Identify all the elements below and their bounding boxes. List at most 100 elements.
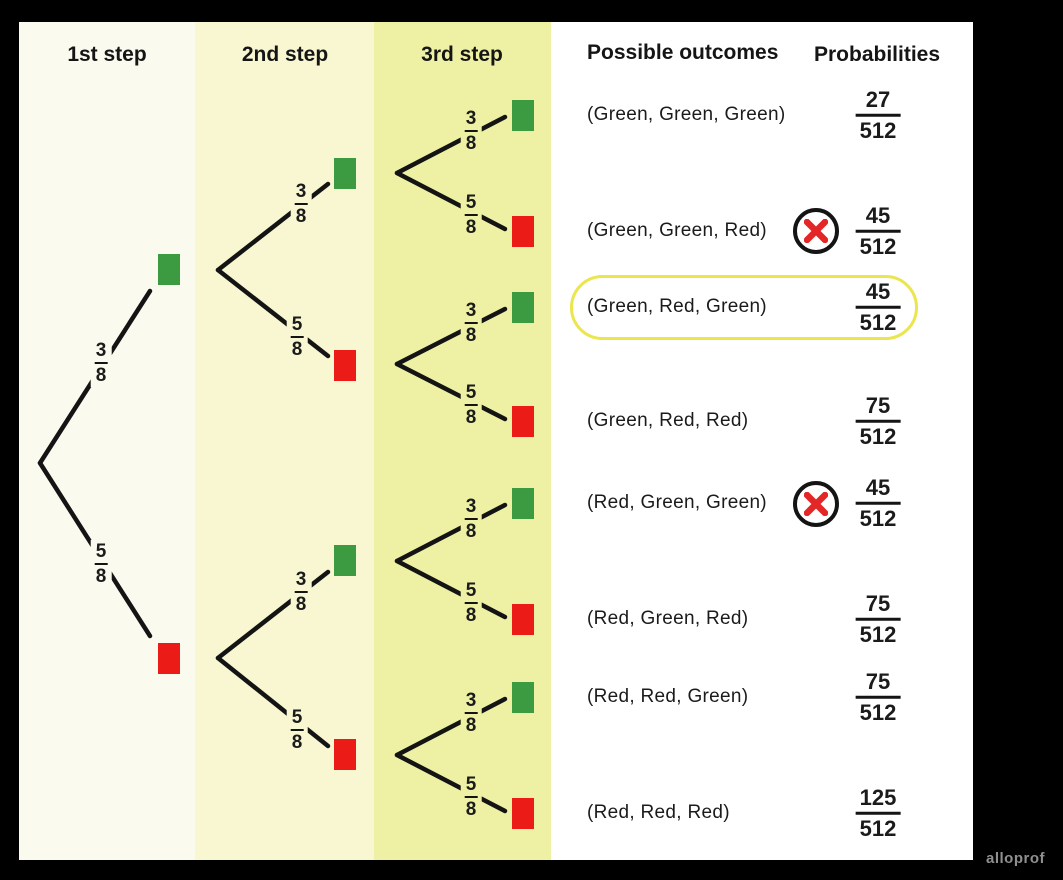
probability-fraction: 45 512: [855, 202, 901, 259]
fraction-denominator: 512: [859, 621, 897, 647]
fraction-numerator: 125: [859, 784, 897, 810]
fraction-denominator: 8: [465, 407, 477, 428]
fraction-bar: [855, 501, 901, 505]
fraction-numerator: 3: [465, 690, 477, 711]
fraction-numerator: 45: [865, 202, 891, 228]
excluded-x-icon: [793, 481, 839, 527]
branch-line: [394, 696, 508, 758]
outcome-label: (Red, Red, Green): [587, 686, 749, 707]
fraction-numerator: 5: [465, 580, 477, 601]
fraction-bar: [855, 811, 901, 815]
branch-line: [394, 114, 508, 176]
branch-line: [394, 361, 508, 422]
fraction-numerator: 5: [95, 541, 107, 562]
highlight-capsule: [570, 275, 918, 340]
green-node: [512, 682, 534, 713]
step-1-header: 1st step: [67, 43, 147, 66]
fraction-numerator: 75: [865, 590, 891, 616]
branch-probability: 5 8: [286, 706, 308, 754]
step-column-1: [19, 22, 195, 860]
fraction-bar: [464, 602, 478, 604]
branch-probability: 3 8: [460, 299, 482, 347]
fraction-bar: [294, 203, 308, 205]
step-3-header: 3rd step: [421, 43, 503, 66]
fraction-bar: [855, 695, 901, 699]
fraction-denominator: 8: [465, 325, 477, 346]
fraction-bar: [290, 336, 304, 338]
red-node: [512, 216, 534, 247]
branch-probability: 5 8: [460, 773, 482, 821]
fraction-bar: [464, 712, 478, 714]
fraction-bar: [464, 130, 478, 132]
fraction-denominator: 8: [465, 799, 477, 820]
fraction-denominator: 8: [291, 339, 303, 360]
fraction-bar: [464, 518, 478, 520]
fraction-denominator: 512: [859, 505, 897, 531]
fraction-numerator: 3: [295, 181, 307, 202]
probability-fraction: 45 512: [855, 280, 901, 335]
probability-fraction: 125 512: [855, 784, 901, 841]
branch-line: [394, 502, 508, 564]
fraction-bar: [855, 617, 901, 621]
fraction-bar: [464, 322, 478, 324]
probability-fraction: 45 512: [855, 476, 901, 531]
fraction-denominator: 512: [859, 699, 897, 725]
probabilities-header: Probabilities: [813, 43, 941, 66]
branch-line: [215, 569, 331, 661]
fraction-numerator: 5: [465, 774, 477, 795]
fraction-denominator: 512: [859, 423, 897, 449]
green-node: [512, 100, 534, 131]
fraction-numerator: 3: [465, 496, 477, 517]
fraction-bar: [294, 591, 308, 593]
fraction-bar: [464, 404, 478, 406]
outcome-label: (Red, Green, Red): [587, 608, 749, 629]
branch-probability: 5 8: [460, 579, 482, 627]
probability-fraction: 75 512: [855, 590, 901, 647]
branch-probability: 3 8: [290, 180, 312, 228]
fraction-denominator: 8: [465, 521, 477, 542]
fraction-bar: [290, 729, 304, 731]
fraction-bar: [94, 563, 108, 565]
outcome-label: (Green, Green, Red): [587, 220, 767, 241]
fraction-denominator: 512: [859, 815, 897, 841]
fraction-denominator: 8: [95, 365, 107, 386]
fraction-denominator: 8: [95, 566, 107, 587]
branch-line: [215, 655, 331, 749]
fraction-numerator: 75: [865, 668, 891, 694]
fraction-numerator: 3: [295, 569, 307, 590]
branch-probability: 5 8: [286, 313, 308, 361]
fraction-numerator: 3: [95, 340, 107, 361]
red-node: [512, 798, 534, 829]
branch-probability: 3 8: [290, 568, 312, 616]
branch-line: [394, 558, 508, 620]
green-node: [512, 292, 534, 323]
fraction-denominator: 512: [859, 233, 897, 259]
probability-fraction: 75 512: [855, 394, 901, 449]
branch-probability: 3 8: [90, 339, 112, 387]
green-node: [334, 545, 356, 576]
fraction-denominator: 8: [295, 206, 307, 227]
red-node: [158, 643, 180, 674]
fraction-denominator: 512: [859, 309, 897, 335]
outcome-label: (Red, Green, Green): [587, 492, 767, 513]
branch-probability: 3 8: [460, 495, 482, 543]
excluded-x-icon: [793, 208, 839, 254]
fraction-bar: [855, 113, 901, 117]
probability-fraction: 75 512: [855, 668, 901, 725]
fraction-bar: [464, 796, 478, 798]
branch-probability: 5 8: [460, 381, 482, 429]
fraction-bar: [464, 214, 478, 216]
fraction-numerator: 5: [465, 192, 477, 213]
red-node: [512, 604, 534, 635]
branch-probability: 3 8: [460, 107, 482, 155]
fraction-bar: [855, 419, 901, 423]
branch-probability: 5 8: [460, 191, 482, 239]
figure-content: 1st step 2nd step 3rd step Possible outc…: [19, 22, 973, 860]
branch-line: [394, 752, 508, 814]
fraction-numerator: 5: [465, 382, 477, 403]
fraction-denominator: 8: [465, 217, 477, 238]
step-2-header: 2nd step: [241, 43, 329, 66]
outcome-label: (Green, Green, Green): [587, 104, 786, 125]
outcome-label: (Red, Red, Red): [587, 802, 730, 823]
fraction-bar: [855, 229, 901, 233]
